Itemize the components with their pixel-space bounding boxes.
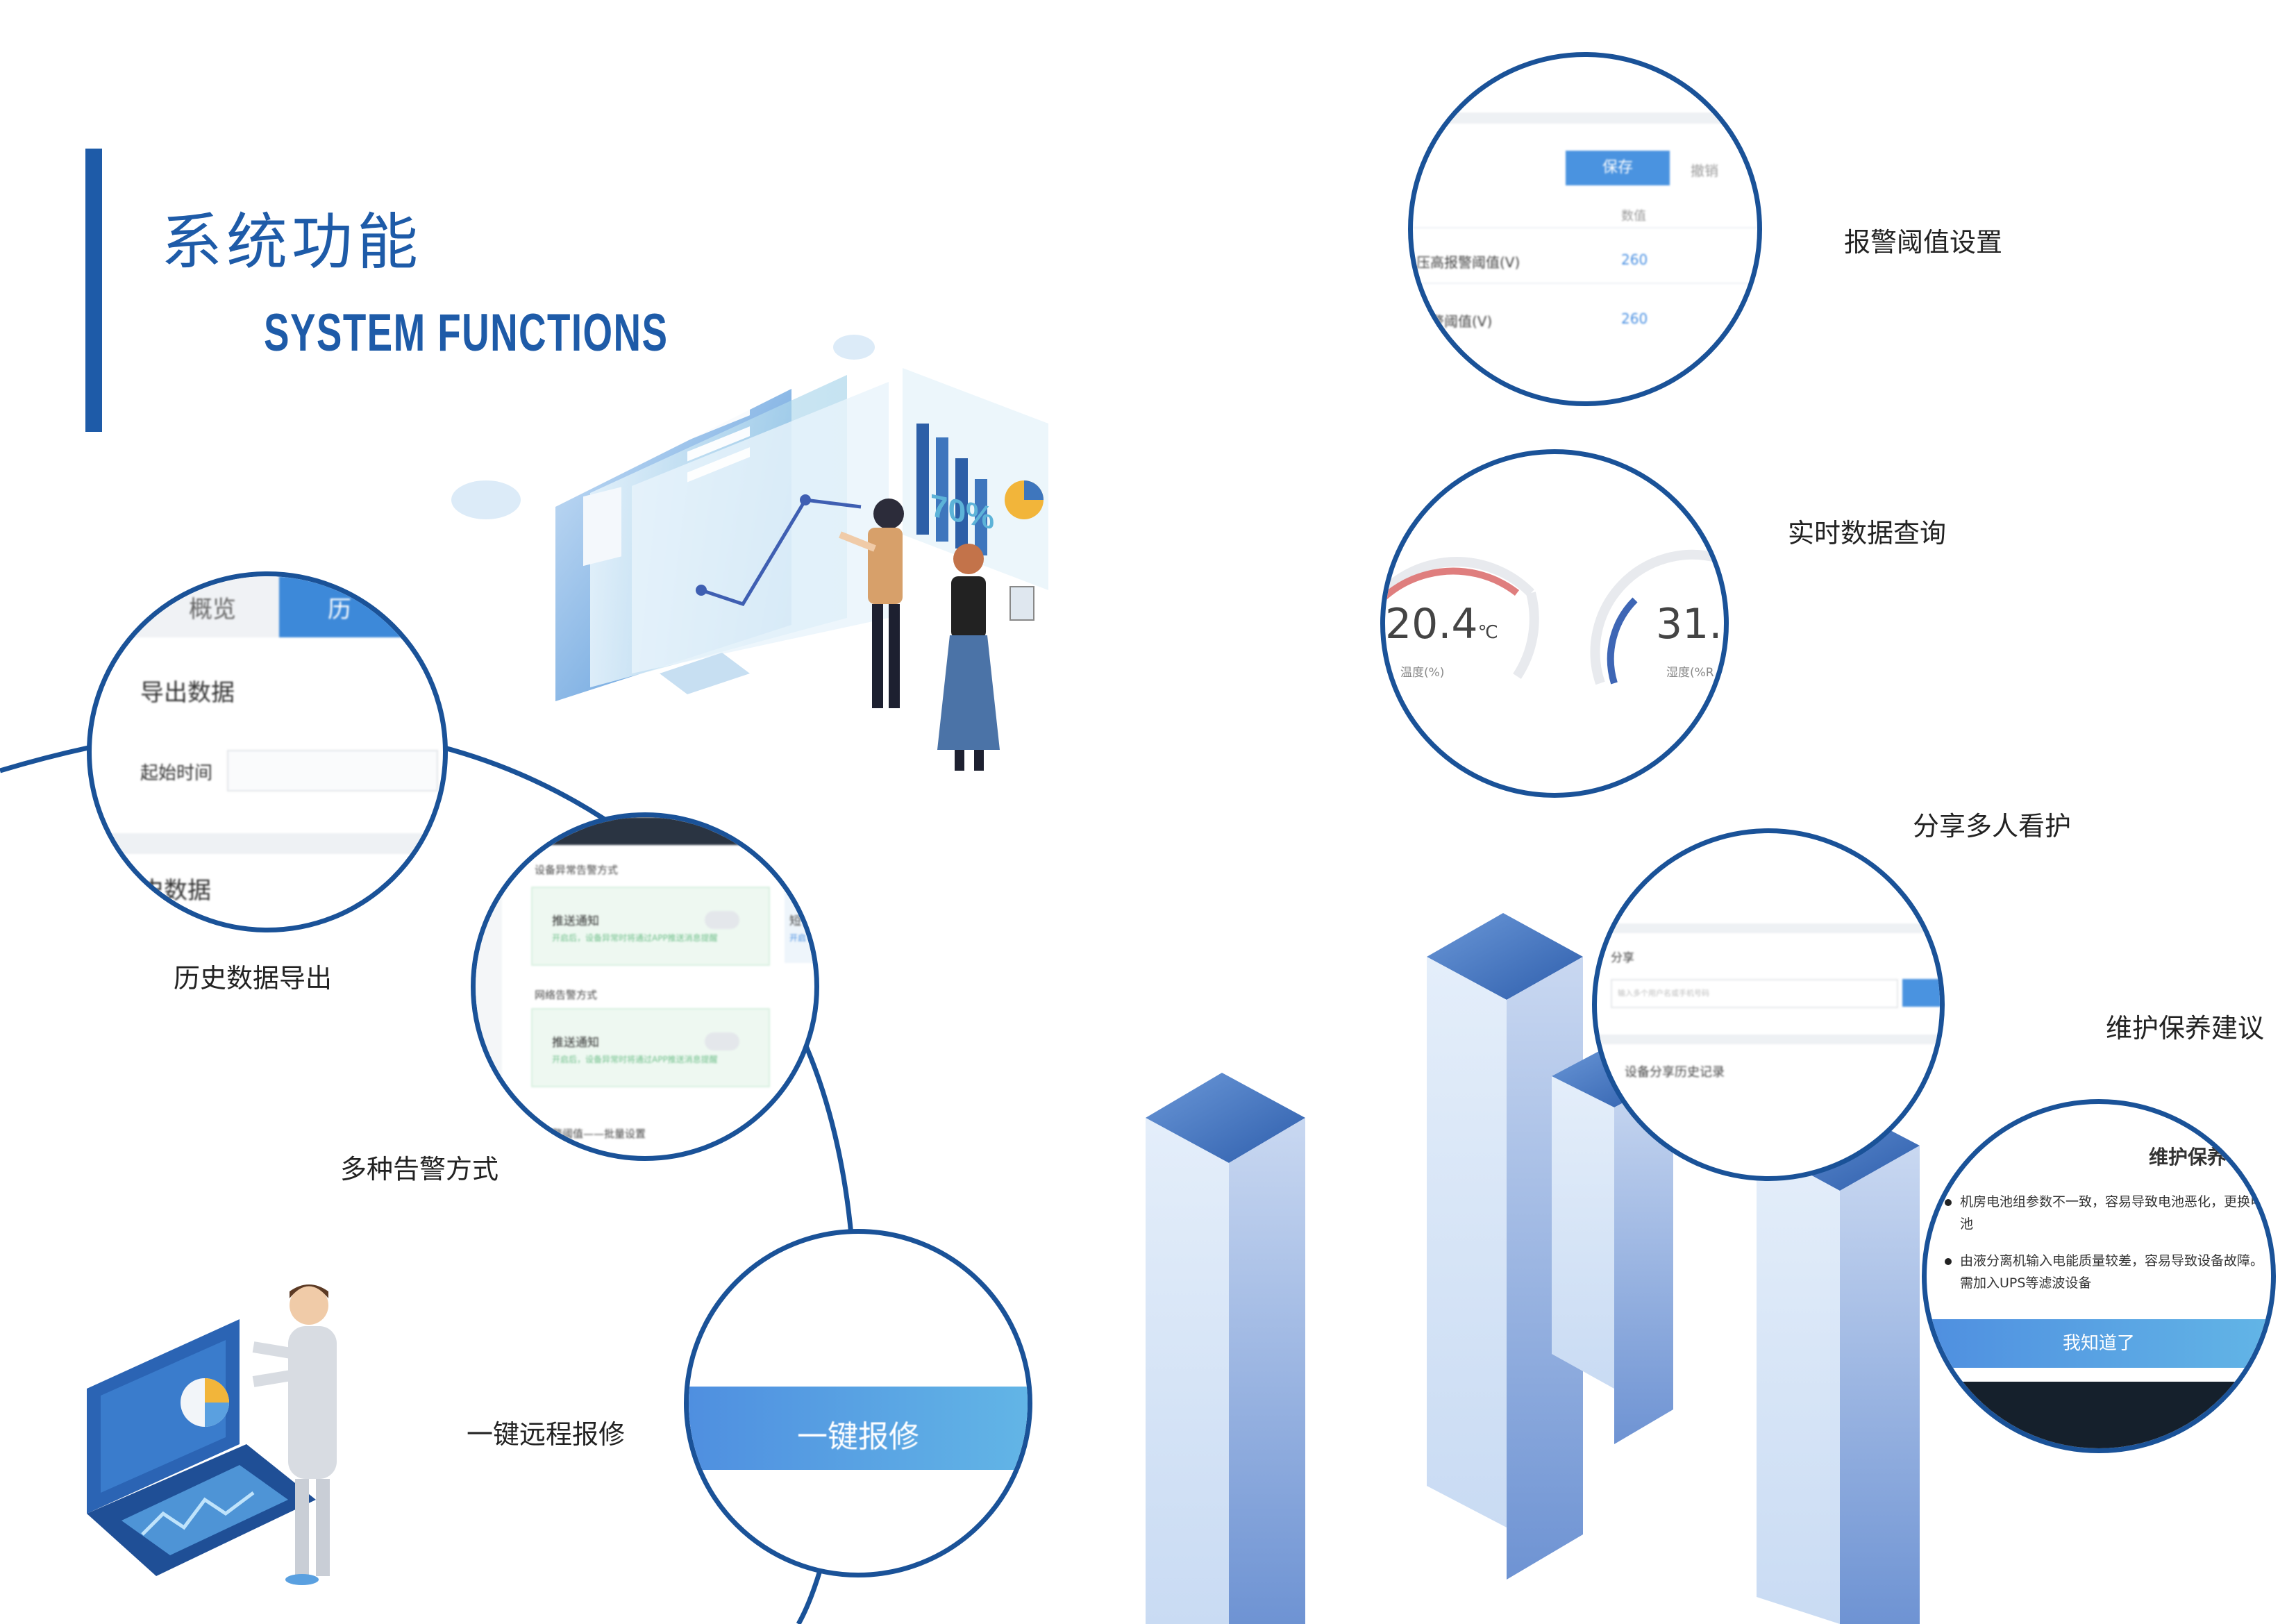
threshold-row1-value[interactable]: 260: [1621, 251, 1648, 268]
gauge-pair: [1385, 549, 1720, 685]
feature-label-alarm-methods: 多种告警方式: [340, 1154, 499, 1184]
push-label-2: 推送通知: [552, 1036, 599, 1050]
repair-button-label: 一键报修: [797, 1419, 919, 1455]
acknowledge-button[interactable]: 我知道了: [1927, 1319, 2271, 1368]
save-button[interactable]: 保存: [1566, 151, 1670, 185]
share-label: 分享: [1611, 951, 1634, 965]
tab-overview[interactable]: 概览: [189, 596, 236, 623]
acknowledge-button-label: 我知道了: [2062, 1333, 2135, 1354]
sms-label-cut: 短: [789, 914, 801, 928]
sms-desc-cut: 开启: [789, 933, 807, 943]
alarm-section-device: 设备异常告警方式: [535, 864, 619, 876]
alarm-methods-bubble: 设备异常告警方式 推送通知 开启后，设备异常时将通过APP推送消息提醒 短 开启…: [471, 812, 819, 1161]
push-desc-2: 开启后，设备异常时将通过APP推送消息提醒: [552, 1055, 718, 1064]
share-submit-button[interactable]: [1902, 979, 1940, 1007]
threshold-setting-bubble: 保存 撤销 数值 压高报警阈值(V) 260 报警阈值(V) 260: [1408, 52, 1762, 406]
history-section-title: 史数据: [140, 877, 211, 905]
feature-label-history-export: 历史数据导出: [174, 963, 333, 994]
history-export-bubble: 概览 历 导出数据 起始时间 史数据: [87, 571, 448, 932]
humidity-value: 31.1: [1656, 600, 1724, 648]
humidity-label: 湿度(%R: [1666, 666, 1714, 680]
feature-label-remote-repair: 一键远程报修: [467, 1419, 626, 1450]
export-title: 导出数据: [140, 679, 235, 707]
temperature-value: 20.4℃: [1385, 600, 1498, 648]
column-value-header: 数值: [1621, 209, 1646, 224]
alarm-section-network: 网络告警方式: [535, 989, 598, 1001]
title-accent-bar: [85, 149, 102, 432]
feature-label-threshold: 报警阈值设置: [1844, 227, 2003, 258]
alarm-section-threshold: 告警阈值——批量设置: [542, 1128, 646, 1140]
threshold-row2-label: 报警阈值(V): [1416, 313, 1493, 330]
maintenance-advice-bubble: 维护保养 机房电池组参数不一致，容易导致电池恶化，更换电池 由液分离机输入电能质…: [1922, 1099, 2276, 1453]
threshold-row1-label: 压高报警阈值(V): [1416, 254, 1520, 271]
feature-label-maintenance: 维护保养建议: [2106, 1013, 2265, 1044]
analytics-team-illustration: 70%: [451, 335, 1048, 771]
share-care-bubble: 分享 输入多个用户名或手机号码 设备分享历史记录: [1592, 828, 1945, 1181]
maintenance-item-1: 机房电池组参数不一致，容易导致电池恶化，更换电池: [1945, 1191, 2265, 1235]
push-label-1: 推送通知: [552, 914, 599, 928]
push-desc-1: 开启后，设备异常时将通过APP推送消息提醒: [552, 933, 718, 943]
feature-label-realtime: 实时数据查询: [1788, 518, 1947, 549]
push-toggle-1[interactable]: [705, 911, 739, 929]
threshold-row2-value[interactable]: 260: [1621, 310, 1648, 327]
save-button-label: 保存: [1602, 159, 1633, 176]
remote-repair-bubble: 一键报修: [684, 1229, 1032, 1577]
start-time-label: 起始时间: [140, 763, 213, 784]
temperature-label: 温度(%): [1400, 666, 1445, 680]
tab-history[interactable]: 历: [328, 596, 351, 623]
page-subtitle: SYSTEM FUNCTIONS: [264, 303, 669, 362]
maintenance-title: 维护保养: [2149, 1146, 2227, 1169]
page-title: 系统功能: [161, 206, 423, 278]
share-history-label: 设备分享历史记录: [1625, 1065, 1725, 1080]
engineer-laptop-illustration: [87, 1284, 337, 1585]
city-bars-illustration: [1146, 913, 1920, 1624]
start-time-input[interactable]: [227, 750, 438, 792]
maintenance-item-2: 由液分离机输入电能质量较差，容易导致设备故障。需加入UPS等滤波设备: [1945, 1250, 2265, 1294]
realtime-query-bubble: 20.4℃ 温度(%) 31.1 湿度(%R: [1380, 449, 1729, 798]
share-input[interactable]: 输入多个用户名或手机号码: [1611, 979, 1898, 1008]
feature-label-share: 分享多人看护: [1913, 811, 2072, 842]
share-input-placeholder: 输入多个用户名或手机号码: [1618, 989, 1709, 998]
one-click-repair-button[interactable]: 一键报修: [689, 1387, 1028, 1470]
cancel-button[interactable]: 撤销: [1691, 162, 1718, 179]
push-toggle-2[interactable]: [705, 1032, 739, 1050]
